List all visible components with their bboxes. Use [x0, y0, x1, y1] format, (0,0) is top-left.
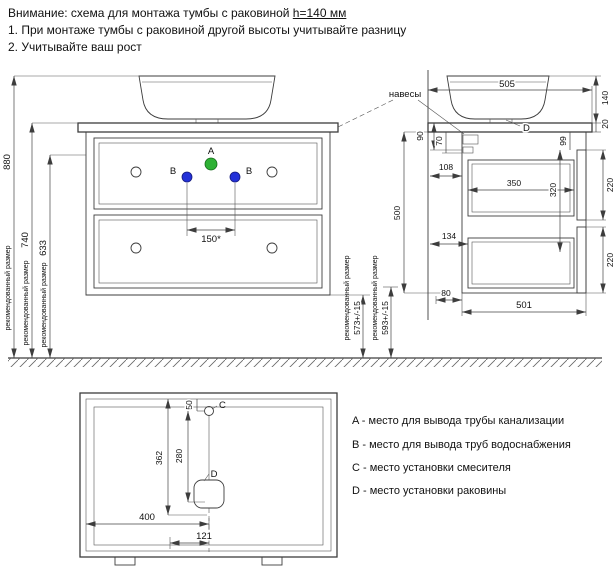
notice-line: Внимание: схема для монтажа тумбы с рако… — [8, 5, 406, 22]
dim-350-label: 350 — [507, 178, 521, 188]
sink-position-marker — [193, 479, 225, 509]
dim-501-label: 501 — [516, 300, 532, 311]
recommended-label-2: рекомендованный размер — [22, 260, 30, 345]
mounting-dimension-lines: рекомендованный размер 573+/-15 рекоменд… — [330, 131, 448, 358]
legend-item-b: B - место для вывода труб водоснабжения — [352, 439, 571, 451]
note-2: 2. Учитывайте ваш рост — [8, 40, 142, 54]
drawer-2-box-side — [467, 237, 575, 289]
drawer-knob — [130, 242, 142, 254]
dim-740-label: 740 — [20, 232, 31, 248]
height-dimension-lines: 880 рекомендованный размер 740 рекомендо… — [2, 75, 139, 358]
side-view: навесы 505 — [337, 70, 615, 320]
dim-280-label: 280 — [174, 449, 184, 463]
drain-outlet-a-marker — [204, 157, 218, 171]
cabinet-front — [85, 132, 331, 296]
drawer-2-front-side — [576, 226, 587, 294]
bottom-view: C 50 362 280 D 400 121 — [79, 392, 338, 566]
front-view: A B B 150* — [77, 75, 339, 296]
dim-400-label: 400 — [139, 512, 155, 523]
dim-90-label: 90 — [415, 131, 425, 141]
drawer-knob — [130, 166, 142, 178]
sink-height-spec: h=140 мм — [292, 6, 347, 20]
marker-b-right-label: B — [246, 166, 252, 177]
mounting-foot — [261, 556, 283, 566]
drawer-knob — [266, 166, 278, 178]
faucet-position-marker — [204, 406, 214, 416]
dim-505-label: 505 — [499, 79, 515, 90]
drawer-2 — [93, 214, 323, 289]
dim-121-label: 121 — [196, 531, 212, 542]
hanger-bracket — [462, 134, 479, 145]
legend-item-d: D - место установки раковины — [352, 485, 506, 497]
floor-line — [8, 357, 602, 367]
note-1: 1. При монтаже тумбы с раковиной другой … — [8, 23, 407, 37]
dim-633-label: 633 — [38, 240, 49, 256]
water-outlet-b-left-marker — [181, 171, 193, 183]
dim-134-label: 134 — [442, 231, 456, 241]
recommended-label-3: рекомендованный размер — [40, 262, 48, 347]
cabinet-side — [461, 131, 587, 294]
dim-99-label: 99 — [558, 136, 568, 146]
legend-item-c: C - место установки смесителя — [352, 462, 511, 474]
dim-50-label: 50 — [184, 400, 194, 410]
dim-500-label: 500 — [392, 206, 402, 220]
dim-320-label: 320 — [548, 183, 558, 197]
marker-d-bottom-label: D — [211, 469, 218, 480]
sink-side — [446, 75, 550, 120]
dim-220-top-label: 220 — [605, 178, 615, 192]
water-outlet-b-right-marker — [229, 171, 241, 183]
cabinet-bottom-outline — [79, 392, 338, 558]
marker-c-label: C — [219, 400, 226, 411]
dim-80-label: 80 — [441, 288, 451, 298]
drawer-1 — [93, 137, 323, 210]
dim-20-label: 20 — [600, 119, 610, 129]
sink-front — [138, 75, 276, 120]
marker-a-label: A — [208, 146, 215, 157]
countertop-front — [77, 122, 339, 133]
countertop-side — [427, 122, 593, 133]
dim-362-label: 362 — [154, 451, 164, 465]
dim-573-label: 573+/-15 — [352, 301, 362, 335]
dim-150-label: 150* — [201, 234, 221, 245]
recommended-label-5: рекомендованный размер — [371, 255, 379, 340]
mounting-foot — [114, 556, 136, 566]
dim-108-label: 108 — [439, 162, 453, 172]
header-notes: Внимание: схема для монтажа тумбы с рако… — [8, 5, 406, 56]
dim-220-bottom-label: 220 — [605, 253, 615, 267]
marker-b-left-label: B — [170, 166, 176, 177]
drawer-1-front-side — [576, 149, 587, 221]
dim-593-label: 593+/-15 — [380, 301, 390, 335]
legend-item-a: A - место для вывода трубы канализации — [352, 415, 564, 427]
notice-text: Внимание: схема для монтажа тумбы с рако… — [8, 6, 293, 20]
marker-d-side-label: D — [523, 123, 530, 134]
legend: A - место для вывода трубы канализации B… — [352, 415, 571, 497]
drawer-1-box-side — [467, 159, 575, 217]
hangers-label: навесы — [389, 89, 422, 100]
recommended-label-1: рекомендованный размер — [4, 245, 12, 330]
dim-140-label: 140 — [600, 91, 610, 105]
drawer-knob — [266, 242, 278, 254]
dim-880-label: 880 — [2, 154, 13, 170]
hanger-bracket — [462, 146, 474, 154]
dim-70-label: 70 — [434, 136, 444, 146]
recommended-label-4: рекомендованный размер — [343, 255, 351, 340]
